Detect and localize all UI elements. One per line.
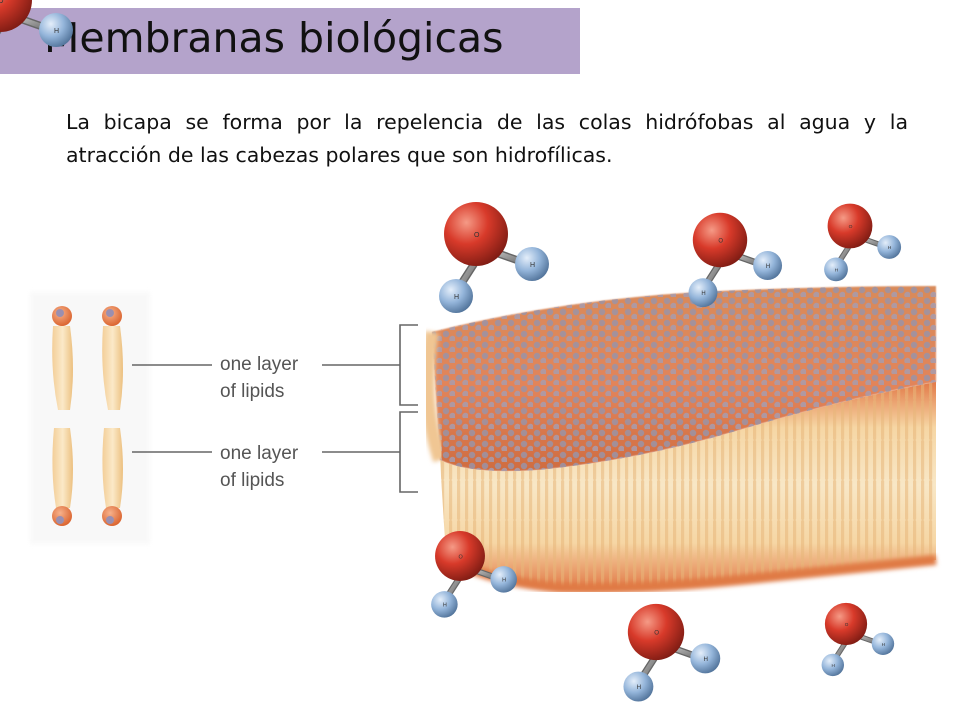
svg-text:H: H (54, 28, 59, 35)
oxygen-atom (0, 0, 32, 32)
layer-brackets (132, 324, 418, 493)
upper-layer-label: one layer of lipids (220, 354, 303, 402)
description-text: La bicapa se forma por la repelencia de … (66, 110, 908, 167)
hydrogen-atom (39, 13, 73, 47)
svg-text:O: O (0, 0, 4, 5)
lipid-molecule (52, 306, 73, 526)
lipid-bilayer-sheet (420, 286, 937, 594)
lipid-pair-illustration (30, 292, 150, 544)
page-title: Membranas biológicas (44, 14, 504, 62)
lower-layer-label: one layer of lipids (220, 443, 303, 491)
lipid-molecule (102, 306, 123, 526)
water-molecule: O H H (0, 0, 73, 47)
title-bar: Membranas biológicas (0, 8, 580, 74)
